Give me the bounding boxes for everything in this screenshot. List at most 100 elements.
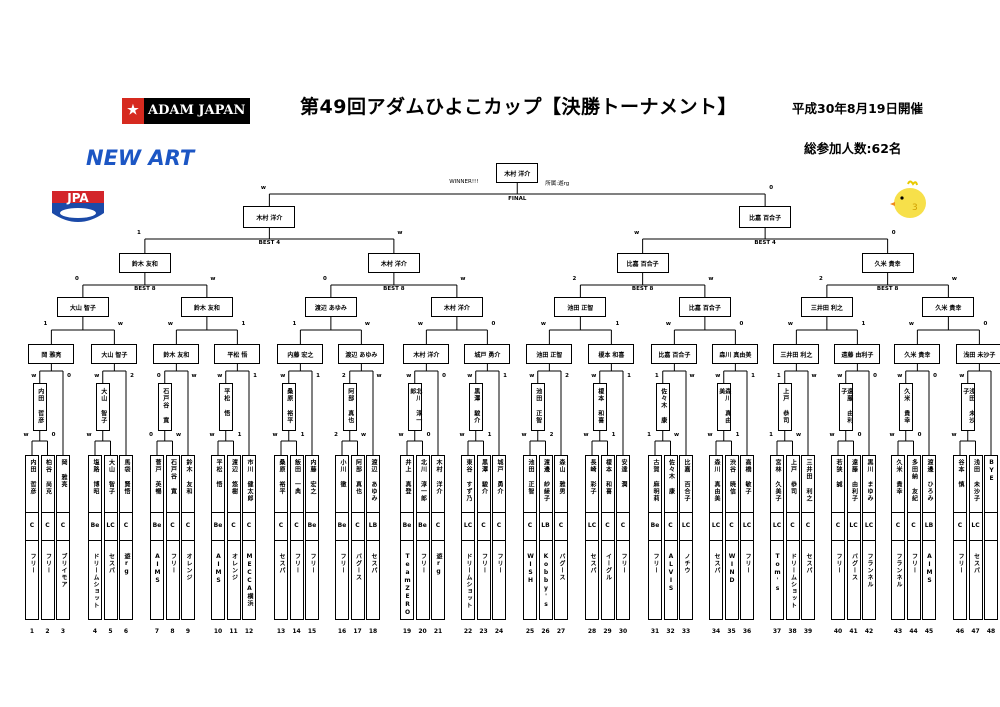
player-card-divider: [462, 540, 474, 541]
player-name-text: 小川 徹: [339, 459, 345, 509]
best4-box: 木村 洋介: [368, 253, 420, 273]
player-shop: TeamZERO: [401, 553, 413, 617]
best8-box: 比嘉 百合子: [679, 297, 731, 317]
score-label: w: [365, 321, 370, 327]
player-shop: フリー: [478, 553, 490, 574]
player-name-text: 渡邊 ひろみ: [926, 459, 932, 509]
score-label: 1: [238, 432, 242, 438]
player-name: 安達 潤: [617, 456, 629, 509]
round32-winner-box: 大山 智子: [96, 383, 110, 431]
round16-box: 遠藤 由利子: [834, 344, 880, 364]
player-card-divider: [275, 512, 287, 513]
round32-name: 石戸谷 寛: [162, 388, 168, 430]
player-name: 高橋 敏子: [741, 456, 753, 509]
player-shop-text: セスパ: [805, 553, 811, 574]
score-label: 1: [655, 373, 659, 379]
player-card-divider: [432, 512, 444, 513]
score-label: w: [361, 432, 366, 438]
best8-label: BEST 8: [383, 286, 404, 292]
player-shop: セスパ: [275, 553, 287, 574]
player-name: 柏谷 尚克: [42, 456, 54, 509]
round32-winner-box: 石戸谷 寛: [158, 383, 172, 431]
round32-winner-box: 平松 悟: [219, 383, 233, 431]
score-label: w: [23, 432, 28, 438]
player-name-text: 長崎 彩子: [589, 459, 595, 509]
score-label: w: [829, 432, 834, 438]
player-class: LC: [105, 522, 117, 529]
player-name-text: 遠藤 由利子: [851, 459, 857, 509]
player-card-divider: [212, 540, 224, 541]
player-name: 内藤 宏之: [306, 456, 318, 509]
player-shop: フランネル: [892, 553, 904, 588]
player-card: 長崎 彩子LCセスパ: [585, 455, 599, 620]
player-name: 城戸 勇介: [493, 456, 505, 509]
player-card: 内藤 宏之Beフリー: [305, 455, 319, 620]
player-shop-text: オレンジ: [231, 553, 237, 581]
player-number: 45: [919, 628, 939, 635]
player-shop-text: 遊rg: [435, 553, 441, 576]
player-name-text: 鈴木 友和: [185, 459, 191, 509]
player-name: BYE: [985, 456, 997, 509]
player-card-divider: [243, 512, 255, 513]
player-shop: ALVIS: [665, 553, 677, 593]
player-card-divider: [432, 540, 444, 541]
score-label: 0: [933, 373, 937, 379]
player-card-divider: [336, 512, 348, 513]
player-shop-text: セスパ: [370, 553, 376, 574]
player-card: 渡邊 ひろみLBAIMS: [922, 455, 936, 620]
final-label: FINAL: [508, 196, 526, 202]
player-card-divider: [985, 540, 997, 541]
score-label: w: [31, 373, 36, 379]
score-label: w: [168, 321, 173, 327]
player-shop-text: フリー: [481, 553, 487, 574]
player-shop-text: 遊rg: [123, 553, 129, 576]
score-label: 0: [52, 432, 56, 438]
player-card-divider: [417, 540, 429, 541]
player-shop-text: ドリームショット: [92, 553, 98, 609]
player-shop: ドリームショット: [462, 553, 474, 609]
player-card-divider: [555, 540, 567, 541]
player-shop: ドリームショット: [89, 553, 101, 609]
player-class: LB: [367, 522, 379, 529]
score-label: 1: [488, 432, 492, 438]
player-card-divider: [617, 540, 629, 541]
player-name: 宮林 久美子: [771, 456, 783, 509]
player-name: 佐々木 康: [665, 456, 677, 509]
player-name-text: 黒澤 駿介: [481, 459, 487, 509]
player-class: C: [275, 522, 287, 529]
player-shop: フリー: [617, 553, 629, 574]
player-shop: フリー: [167, 553, 179, 574]
player-card-divider: [57, 512, 69, 513]
player-name-text: 飯田 一典: [294, 459, 300, 509]
player-card-divider: [306, 540, 318, 541]
score-label: w: [889, 432, 894, 438]
round32-name: 北川 淳一郎: [409, 388, 421, 430]
player-name: 若狭 誠: [832, 456, 844, 509]
player-class: C: [524, 522, 536, 529]
player-name-text: 森山 雅男: [558, 459, 564, 509]
player-card: 馬袋 賢悟 C 遊rg: [119, 455, 133, 620]
player-class: C: [120, 522, 132, 529]
score-label: 1: [736, 432, 740, 438]
player-card-divider: [832, 512, 844, 513]
player-card: BYE: [984, 455, 998, 620]
player-name-text: 高橋 敏子: [744, 459, 750, 509]
player-name-text: 谷本 慎: [957, 459, 963, 509]
score-label: w: [541, 321, 546, 327]
player-class: C: [291, 522, 303, 529]
player-card-divider: [89, 540, 101, 541]
score-label: 1: [769, 432, 773, 438]
player-shop-text: バグース: [851, 553, 857, 581]
player-shop: フリー: [832, 553, 844, 574]
round32-name: 榎本 和喜: [597, 388, 603, 430]
player-shop-text: フリー: [496, 553, 502, 574]
score-label: w: [529, 373, 534, 379]
player-name: 池田 正智: [524, 456, 536, 509]
player-number: 18: [363, 628, 383, 635]
player-name: 馬袋 賢悟: [120, 456, 132, 509]
player-card-divider: [802, 540, 814, 541]
player-name: 渋谷 暁信: [726, 456, 738, 509]
player-class: C: [787, 522, 799, 529]
